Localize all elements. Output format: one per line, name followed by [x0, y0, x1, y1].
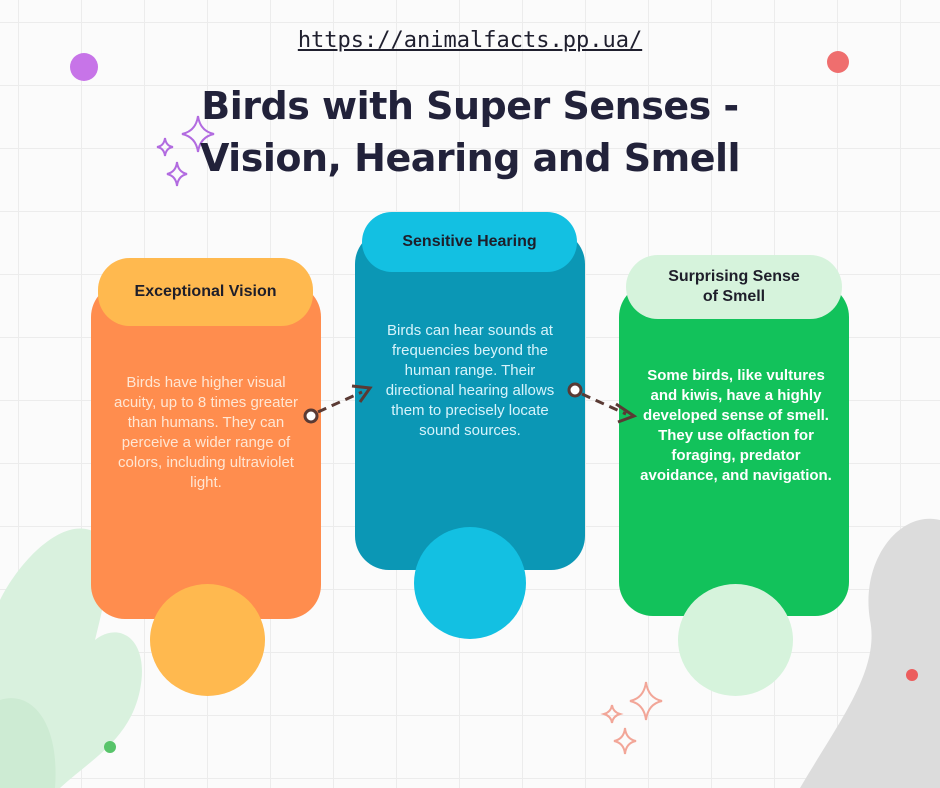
leaf-shape-left-2	[0, 698, 56, 788]
smell-blob	[678, 584, 793, 696]
arrow-hearing-to-smell	[567, 382, 638, 424]
hearing-heading: Sensitive Hearing	[362, 212, 577, 272]
coral-dot	[827, 51, 849, 73]
sparkle-icon-purple	[156, 115, 215, 187]
hearing-blob	[414, 527, 526, 639]
smell-heading: Surprising Sense of Smell	[626, 255, 842, 319]
vision-card	[91, 283, 321, 619]
page-title: Birds with Super Senses - Vision, Hearin…	[199, 84, 741, 180]
grey-blob-right	[800, 518, 940, 788]
purple-dot	[70, 53, 98, 81]
sparkle-icon-pink	[600, 681, 663, 755]
hearing-card	[355, 230, 585, 570]
source-url[interactable]: https://animalfacts.pp.ua/	[297, 28, 643, 53]
smell-card	[619, 283, 849, 616]
arrow-vision-to-hearing	[303, 384, 373, 424]
smell-text: Some birds, like vultures and kiwis, hav…	[640, 367, 832, 484]
red-dot	[906, 669, 918, 681]
hearing-text: Birds can hear sounds at frequencies bey…	[385, 322, 555, 439]
green-dot	[104, 741, 116, 753]
vision-heading: Exceptional Vision	[98, 258, 313, 326]
vision-blob	[150, 584, 265, 696]
vision-text: Birds have higher visual acuity, up to 8…	[114, 374, 298, 491]
